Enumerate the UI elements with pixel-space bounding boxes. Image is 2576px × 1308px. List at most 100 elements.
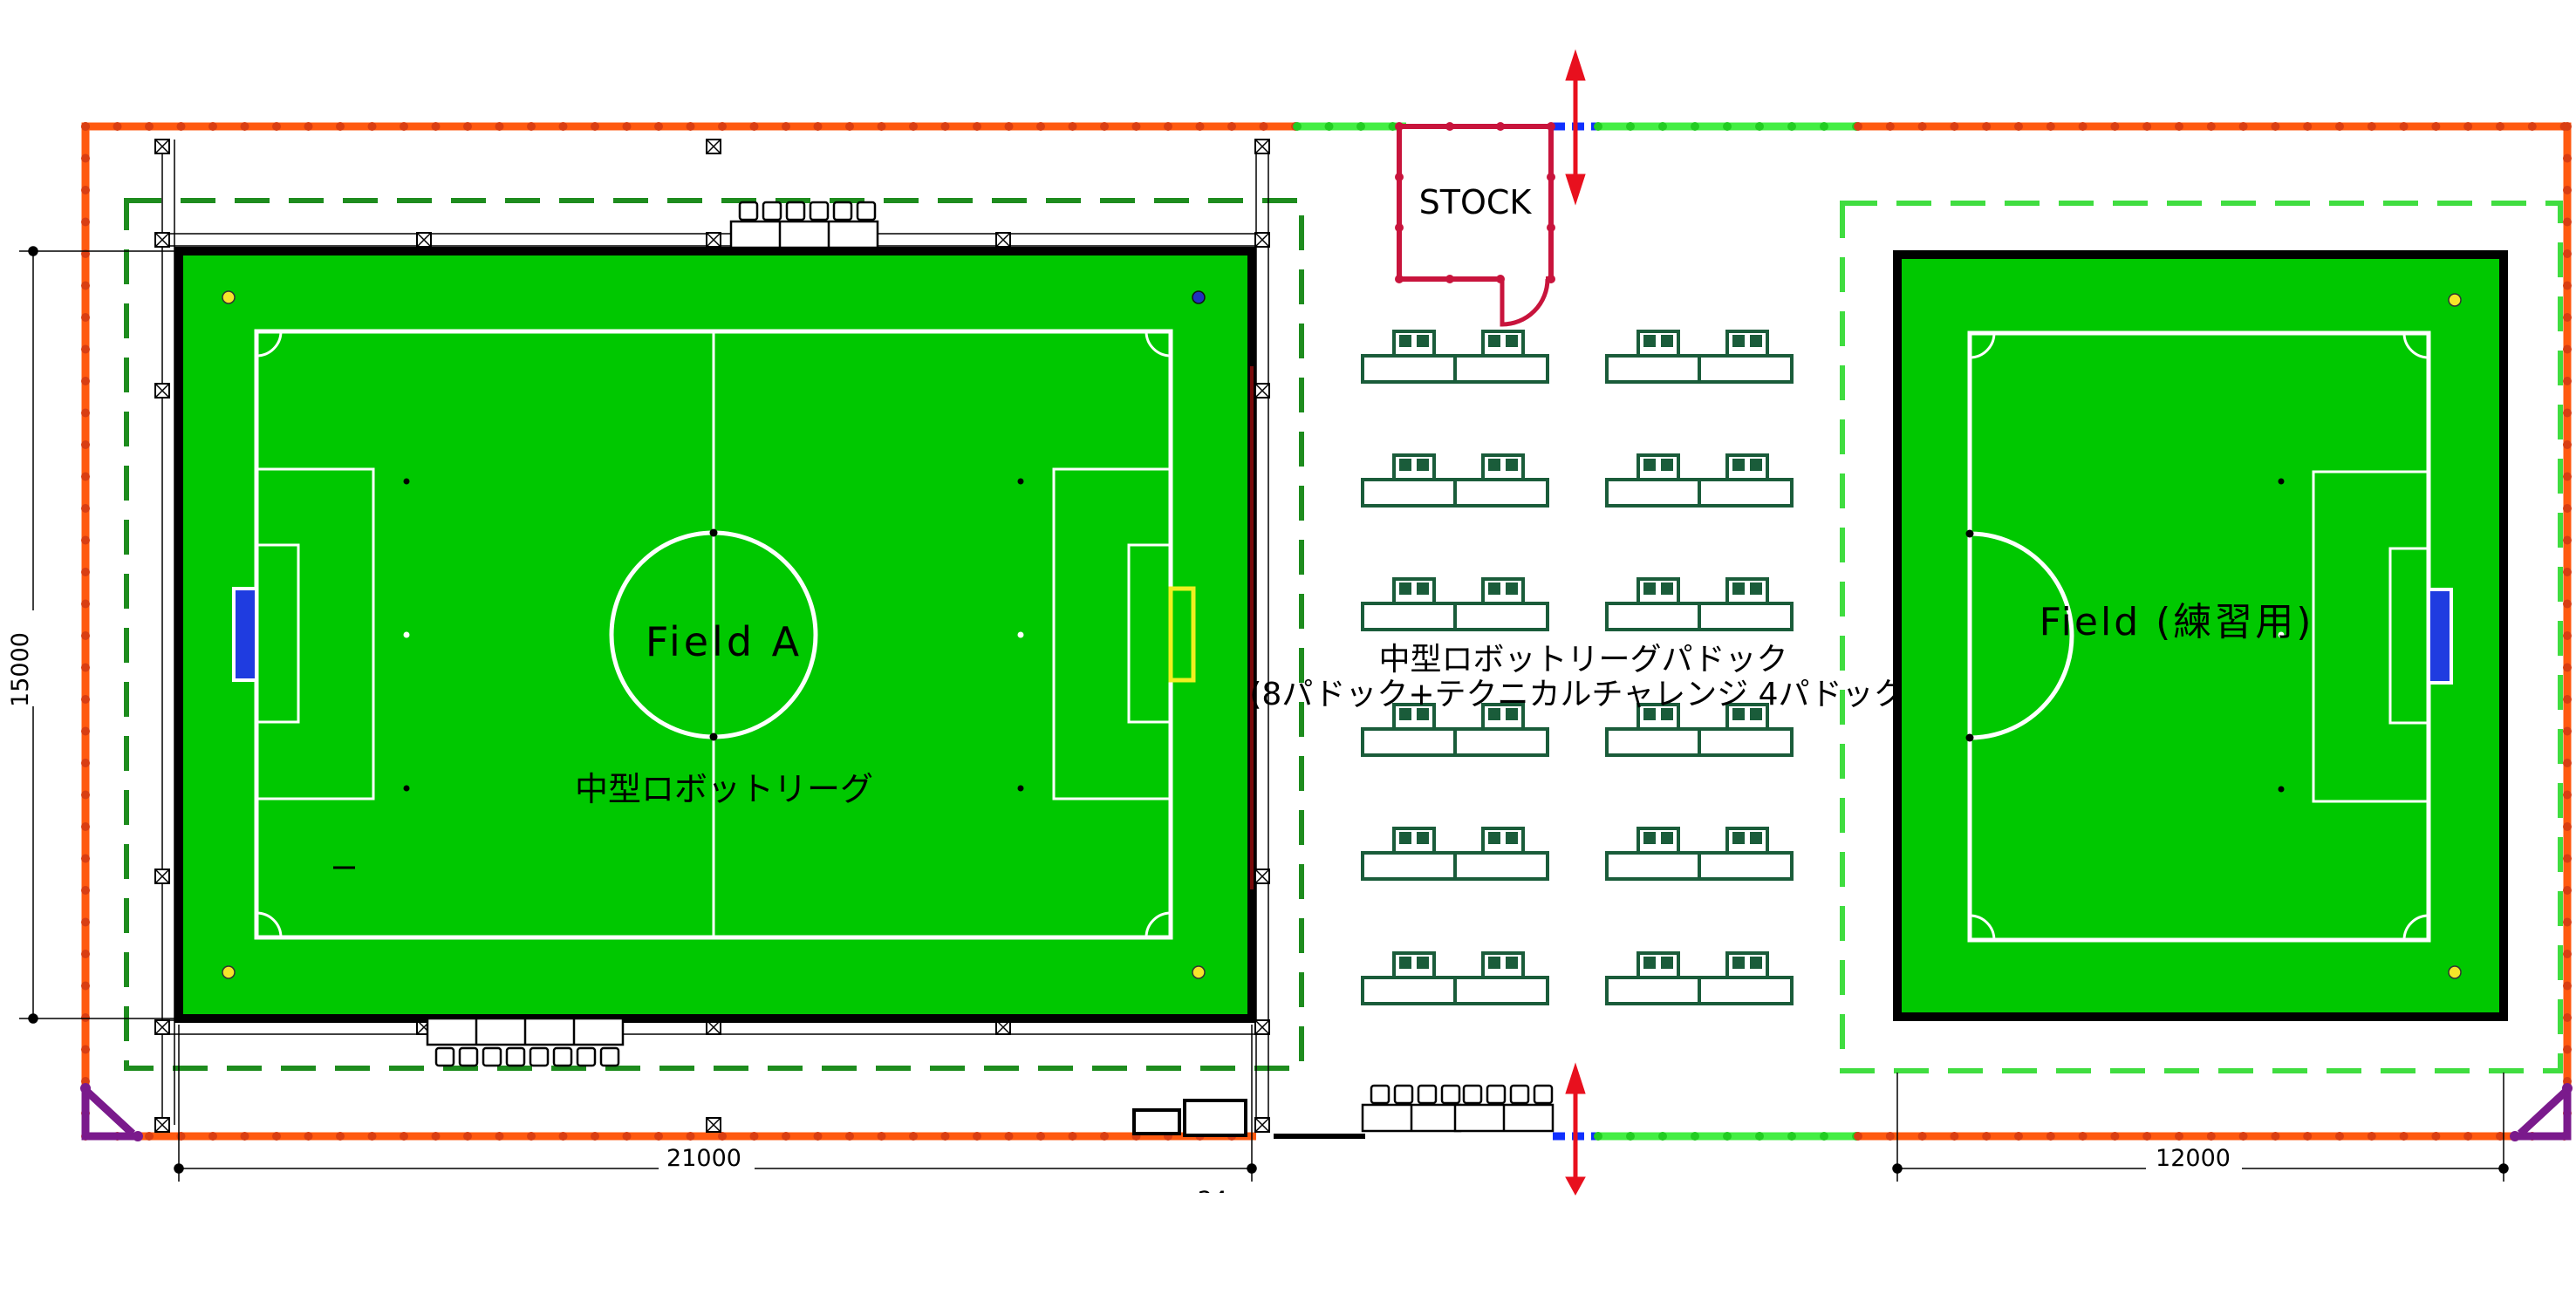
fence-post	[845, 1132, 854, 1141]
fence-post	[1036, 122, 1045, 131]
fence-post	[749, 1132, 759, 1141]
fence-post	[113, 122, 122, 131]
fence-post	[1658, 1132, 1667, 1141]
fence-post	[1259, 122, 1268, 131]
dim-width-practice: 12000	[2156, 1145, 2231, 1172]
fence-post	[591, 122, 599, 131]
fence-post	[272, 122, 281, 131]
fence-post	[2078, 122, 2087, 131]
paddock-area	[1361, 330, 1794, 1005]
fence-post	[2563, 631, 2572, 640]
truss-post	[1254, 1019, 1270, 1035]
fence-post	[272, 1132, 281, 1141]
fence-post	[81, 504, 90, 513]
truss-post	[706, 232, 721, 248]
paddock	[1361, 577, 1549, 631]
fence-post	[654, 1132, 663, 1141]
fence-post	[2563, 249, 2572, 258]
fence-post	[81, 153, 90, 163]
fence-post	[909, 1132, 918, 1141]
fence-post	[304, 122, 313, 131]
fence-post	[2431, 1132, 2441, 1141]
fence-post	[2563, 440, 2572, 449]
fence-post	[2563, 504, 2572, 513]
fence-post	[1068, 122, 1077, 131]
fence-post	[367, 122, 377, 131]
fence-post	[81, 440, 90, 449]
truss-post	[995, 232, 1011, 248]
corner-brace-right	[2515, 1088, 2572, 1141]
dim-label-bg	[16, 610, 51, 706]
fence-post	[2238, 122, 2248, 131]
practice-corner-marker-yellow	[2448, 965, 2462, 979]
fence-post	[2303, 122, 2313, 131]
fence-post	[2206, 1132, 2216, 1141]
paddock	[1605, 703, 1794, 757]
entrance-arrow-top	[1565, 49, 1586, 206]
fence-post	[81, 313, 90, 322]
fence-post	[1917, 122, 1927, 131]
fence-post	[2563, 535, 2572, 545]
truss-post	[154, 232, 170, 248]
fence-post	[81, 1045, 90, 1054]
fence-posts	[81, 122, 2572, 1141]
fence-post	[81, 377, 90, 385]
corner-brace-left-diag	[82, 1087, 136, 1137]
fence-post	[845, 122, 854, 131]
fence-post	[2563, 1013, 2572, 1022]
fence-post	[1787, 1132, 1796, 1141]
field-a-label: Field A	[646, 618, 803, 665]
fence-post	[2563, 950, 2572, 958]
fence-post	[782, 122, 790, 131]
entrance-arrow-bottom	[1565, 1062, 1586, 1196]
fence-post	[2271, 1132, 2280, 1141]
fence-post	[2563, 377, 2572, 385]
fence-post	[2563, 122, 2572, 131]
fence-post	[495, 122, 504, 131]
fence-post	[1854, 122, 1862, 131]
fence-post	[431, 1132, 441, 1141]
truss-post	[1254, 232, 1270, 248]
paddock	[1605, 827, 1794, 881]
fence-post	[2014, 122, 2023, 131]
fence-post	[81, 599, 90, 609]
stock-wall-posts	[1395, 122, 1555, 283]
truss-post	[416, 232, 432, 248]
fence-post	[558, 122, 568, 131]
fence-post	[240, 1132, 249, 1141]
fence-post	[81, 917, 90, 927]
fence-post	[782, 1132, 790, 1141]
truss-post	[154, 1117, 170, 1133]
fence-post	[1594, 122, 1602, 131]
field-a-penalty-marks	[403, 478, 1024, 792]
fence-post	[176, 122, 186, 131]
paddock-title: 中型ロボットリーグパドック	[1378, 642, 1787, 678]
fence-post	[686, 122, 695, 131]
fence-post	[2563, 217, 2572, 227]
fence-post	[2046, 122, 2055, 131]
fence-post	[81, 122, 90, 131]
fence-post	[400, 1132, 408, 1141]
practice-field-label: Field (練習用)	[2040, 600, 2314, 644]
stock-door-gap	[1500, 276, 1546, 283]
fence-post	[2046, 1132, 2055, 1141]
fence-post	[81, 408, 90, 418]
practice-goal-right	[2427, 588, 2453, 685]
paddock	[1361, 951, 1549, 1005]
fence-post	[2527, 122, 2537, 131]
field-a-league-label: 中型ロボットリーグ	[575, 770, 873, 808]
fence-post	[813, 122, 823, 131]
fence-post	[81, 631, 90, 640]
fence-post	[1100, 1132, 1109, 1141]
fence-post	[81, 854, 90, 863]
fence-post	[2110, 1132, 2120, 1141]
field-a-corner-marker-blue	[1192, 290, 1206, 304]
fence-post	[2563, 663, 2572, 672]
fence-post	[1691, 1132, 1699, 1141]
fence-post	[2563, 408, 2572, 418]
fence-post	[973, 1132, 981, 1141]
fence-post	[2175, 122, 2183, 131]
fence-post	[81, 1077, 90, 1086]
practice-spot	[2278, 631, 2285, 638]
fence-post	[81, 535, 90, 545]
